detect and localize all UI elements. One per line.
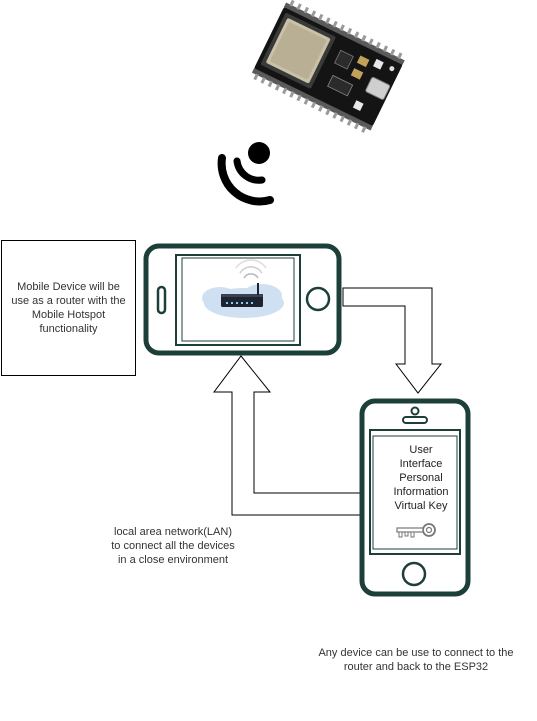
router-note-box: Mobile Device will be use as a router wi… bbox=[1, 240, 136, 376]
lan-note-line: local area network(LAN) bbox=[114, 526, 232, 538]
lan-note-line: in a close environment bbox=[117, 554, 229, 566]
lan-note: local area network(LAN) to connect all t… bbox=[88, 525, 258, 567]
ui-line-information: Information bbox=[393, 486, 449, 498]
router-note-line: functionality bbox=[39, 323, 98, 335]
lan-note-line: to connect all the devices bbox=[111, 540, 235, 552]
wireless-signal-icon bbox=[217, 142, 274, 206]
ui-line-interface: Interface bbox=[399, 458, 443, 470]
key-icon bbox=[396, 523, 436, 538]
bottom-note: Any device can be use to connect to the … bbox=[296, 646, 536, 674]
ui-line-user: User bbox=[409, 444, 433, 456]
user-interface-text: User Interface Personal Information Virt… bbox=[384, 443, 458, 513]
arrow-router-to-device bbox=[342, 287, 443, 394]
ui-line-virtual-key: Virtual Key bbox=[394, 500, 448, 512]
bottom-note-line: router and back to the ESP32 bbox=[343, 661, 489, 673]
ui-line-personal: Personal bbox=[399, 472, 443, 484]
router-note-line: use as a router with the bbox=[11, 295, 126, 307]
bottom-note-line: Any device can be use to connect to the bbox=[318, 647, 514, 659]
wifi-router-icon bbox=[202, 259, 284, 318]
arrow-device-to-router bbox=[213, 355, 361, 516]
router-note-line: Mobile Device will be bbox=[17, 281, 120, 293]
router-note-text: Mobile Device will be use as a router wi… bbox=[5, 280, 131, 336]
router-note-line: Mobile Hotspot bbox=[31, 309, 106, 321]
esp32-board-icon bbox=[251, 0, 405, 133]
